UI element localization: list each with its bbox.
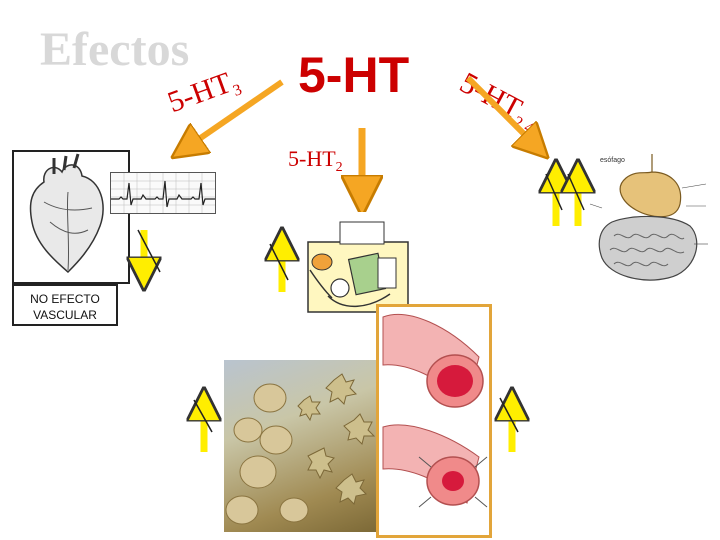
vessel-drawing (382, 313, 488, 508)
receptor-down-sub: 2 (335, 160, 343, 175)
ecg-trace (111, 173, 215, 213)
platelet-increase-arrow (194, 400, 212, 452)
gut-illustration: esófago (586, 148, 712, 288)
platelet-cells (225, 373, 376, 525)
gut-small-label: esófago (600, 157, 625, 164)
ecg-strip (110, 172, 216, 214)
heart-illustration (29, 153, 104, 274)
receptor-label-down: 5-HT2 (288, 146, 343, 176)
receptor-down-base: 5-HT (288, 146, 336, 171)
vessel-increase-arrow (500, 398, 518, 452)
renal-drawing (307, 221, 409, 313)
platelet-micrograph (224, 360, 386, 532)
gut-increase-arrows (546, 174, 584, 226)
heart-decrease-arrow (138, 229, 160, 274)
slide-title: Efectos (40, 23, 190, 76)
no-vascular-effect-note: NO EFECTO VASCULAR (12, 284, 118, 326)
gut-drawing-svg: esófago (589, 154, 708, 281)
center-serotonin-label: 5-HT (298, 47, 410, 103)
heart-panel (12, 150, 130, 284)
blood-vessel-panel (376, 304, 492, 538)
arrow-to-gut (465, 75, 536, 146)
renal-increase-arrow (270, 244, 288, 292)
arrow-to-heart (186, 79, 284, 148)
renal-illustration (300, 212, 418, 318)
